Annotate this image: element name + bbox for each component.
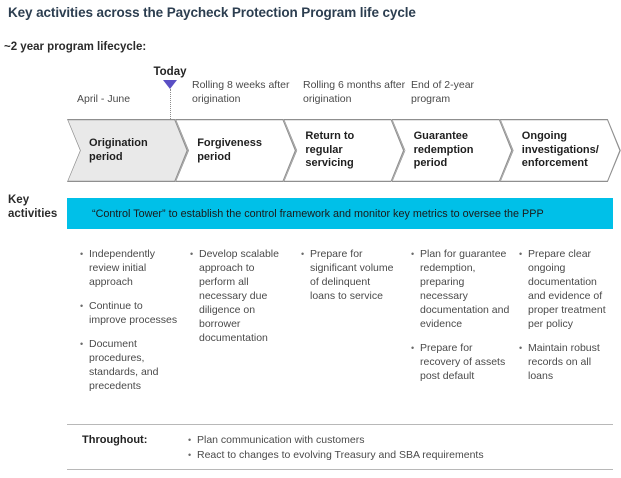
today-marker-label: Today bbox=[153, 66, 187, 78]
phase-chevron-label: Origination period bbox=[89, 137, 148, 163]
today-triangle-icon bbox=[163, 80, 177, 89]
throughout-divider-top bbox=[67, 424, 613, 425]
activity-bullet: Continue to improve processes bbox=[80, 299, 180, 327]
control-tower-banner: “Control Tower” to establish the control… bbox=[67, 198, 613, 229]
phase-chevron-label: Forgiveness period bbox=[197, 137, 262, 163]
activity-bullet: Maintain robust records on all loans bbox=[519, 341, 611, 383]
activity-bullet: Prepare for recovery of assets post defa… bbox=[411, 341, 511, 383]
today-dotted-line bbox=[169, 89, 171, 133]
key-activities-label: Key activities bbox=[8, 194, 58, 220]
timeline-caption-3: End of 2-year program bbox=[411, 79, 475, 105]
activity-bullet: Prepare clear ongoing documentation and … bbox=[519, 247, 611, 331]
activity-column-4: Prepare clear ongoing documentation and … bbox=[519, 247, 611, 393]
timeline-caption-1: Rolling 8 weeks after origination bbox=[192, 79, 290, 105]
lifecycle-subheading: ~2 year program lifecycle: bbox=[4, 41, 147, 53]
activity-bullet: Prepare for significant volume of delinq… bbox=[301, 247, 397, 303]
activity-bullet: Develop scalable approach to perform all… bbox=[190, 247, 290, 345]
phase-chevron-2[interactable]: Return to regular servicing bbox=[283, 119, 404, 182]
phase-chevron-face bbox=[283, 119, 404, 182]
activity-bullet: Document procedures, standards, and prec… bbox=[80, 337, 180, 393]
activity-column-2: Prepare for significant volume of delinq… bbox=[301, 247, 397, 313]
phase-chevron-3[interactable]: Guarantee redemption period bbox=[392, 119, 513, 182]
timeline-caption-2: Rolling 6 months after origination bbox=[303, 79, 406, 105]
phase-chevron-face bbox=[175, 119, 296, 182]
phase-chevron-face bbox=[67, 119, 188, 182]
phase-chevron-label: Guarantee redemption period bbox=[413, 130, 474, 170]
page-title: Key activities across the Paycheck Prote… bbox=[8, 5, 416, 20]
phase-chevron-face bbox=[500, 119, 621, 182]
phase-chevron-label: Return to regular servicing bbox=[305, 130, 355, 170]
phase-chevron-1[interactable]: Forgiveness period bbox=[175, 119, 296, 182]
phase-chevron-face bbox=[392, 119, 513, 182]
timeline-caption-0: April - June bbox=[77, 93, 131, 105]
throughout-divider-bottom bbox=[67, 469, 613, 470]
activity-bullet: Independently review initial approach bbox=[80, 247, 180, 289]
throughout-list: Plan communication with customersReact t… bbox=[188, 433, 484, 463]
throughout-bullet: Plan communication with customers bbox=[188, 433, 484, 448]
phase-chevron-label: Ongoing investigations/ enforcement bbox=[521, 130, 599, 170]
phase-chevron-band: Origination period Forgiveness period Retu… bbox=[67, 119, 613, 182]
activity-column-1: Develop scalable approach to perform all… bbox=[190, 247, 290, 355]
throughout-label: Throughout: bbox=[82, 434, 148, 446]
phase-chevron-0[interactable]: Origination period bbox=[67, 119, 188, 182]
today-marker: Today bbox=[140, 66, 200, 133]
throughout-bullet: React to changes to evolving Treasury an… bbox=[188, 448, 484, 463]
activity-column-0: Independently review initial approachCon… bbox=[80, 247, 180, 403]
activity-column-3: Plan for guarantee redemption, preparing… bbox=[411, 247, 511, 393]
activity-bullet: Plan for guarantee redemption, preparing… bbox=[411, 247, 511, 331]
control-tower-text: “Control Tower” to establish the control… bbox=[92, 207, 544, 220]
phase-chevron-4[interactable]: Ongoing investigations/ enforcement bbox=[500, 119, 621, 182]
